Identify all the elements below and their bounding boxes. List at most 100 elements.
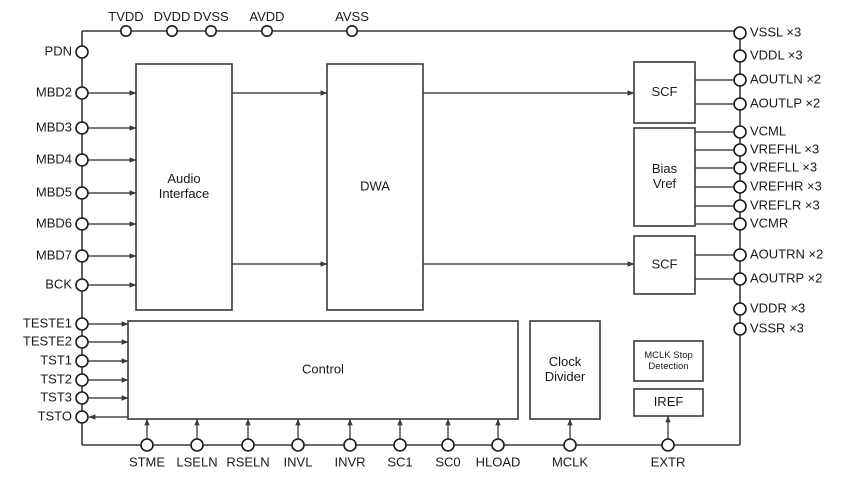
pin-circle-icon[interactable] <box>75 217 89 231</box>
pin-AOUTLN2[interactable]: AOUTLN ×2 <box>733 71 821 87</box>
pin-SC1[interactable]: SC1 <box>387 438 413 470</box>
pin-label: AOUTLN ×2 <box>750 71 821 86</box>
pin-STME[interactable]: STME <box>129 438 165 470</box>
pin-circle-icon[interactable] <box>733 272 747 286</box>
pin-circle-icon[interactable] <box>661 438 675 452</box>
pin-circle-icon[interactable] <box>733 248 747 262</box>
pin-circle-icon[interactable] <box>75 278 89 292</box>
pin-circle-icon[interactable] <box>75 121 89 135</box>
pin-VREFHR3[interactable]: VREFHR ×3 <box>733 178 822 194</box>
pin-circle-icon[interactable] <box>260 24 273 37</box>
pin-circle-icon[interactable] <box>120 24 133 37</box>
pin-VDDR3[interactable]: VDDR ×3 <box>733 300 805 316</box>
pin-INVR[interactable]: INVR <box>334 438 366 470</box>
pin-circle-icon[interactable] <box>75 249 89 263</box>
pin-circle-icon[interactable] <box>441 438 455 452</box>
block-scf-right: SCF <box>633 235 696 295</box>
pin-EXTR[interactable]: EXTR <box>651 438 686 470</box>
pin-AVDD[interactable]: AVDD <box>249 9 285 37</box>
pin-MBD3[interactable]: MBD3 <box>36 119 89 135</box>
pin-circle-icon[interactable] <box>291 438 305 452</box>
pin-circle-icon[interactable] <box>733 180 747 194</box>
pin-MBD2[interactable]: MBD2 <box>36 84 89 100</box>
block-label: Vref <box>653 176 677 191</box>
pin-VSSL3[interactable]: VSSL ×3 <box>733 24 801 40</box>
pin-TST1[interactable]: TST1 <box>40 352 89 368</box>
pin-circle-icon[interactable] <box>345 24 358 37</box>
block-label: SCF <box>652 84 678 99</box>
pin-circle-icon[interactable] <box>75 391 89 405</box>
pin-TESTE1[interactable]: TESTE1 <box>23 315 89 331</box>
pin-circle-icon[interactable] <box>166 24 179 37</box>
pin-circle-icon[interactable] <box>140 438 154 452</box>
pin-circle-icon[interactable] <box>75 186 89 200</box>
pin-DVSS[interactable]: DVSS <box>193 9 229 37</box>
block-outline <box>135 63 233 311</box>
pin-circle-icon[interactable] <box>75 317 89 331</box>
pin-AOUTRN2[interactable]: AOUTRN ×2 <box>733 246 823 262</box>
pin-SC0[interactable]: SC0 <box>435 438 461 470</box>
pin-VDDL3[interactable]: VDDL ×3 <box>733 47 803 63</box>
pin-label: BCK <box>45 276 72 291</box>
pin-circle-icon[interactable] <box>733 322 747 336</box>
pin-circle-icon[interactable] <box>75 153 89 167</box>
pin-MBD7[interactable]: MBD7 <box>36 247 89 263</box>
pin-BCK[interactable]: BCK <box>45 276 89 292</box>
pin-DVDD[interactable]: DVDD <box>154 9 191 37</box>
pin-LSELN[interactable]: LSELN <box>176 438 218 470</box>
pin-VSSR3[interactable]: VSSR ×3 <box>733 320 804 336</box>
pin-circle-icon[interactable] <box>75 45 89 59</box>
pin-VREFLL3[interactable]: VREFLL ×3 <box>733 159 817 175</box>
pin-circle-icon[interactable] <box>75 86 89 100</box>
pin-MBD4[interactable]: MBD4 <box>36 151 89 167</box>
pin-AOUTRP2[interactable]: AOUTRP ×2 <box>733 270 822 286</box>
pin-RSELN[interactable]: RSELN <box>226 438 270 470</box>
pin-MBD5[interactable]: MBD5 <box>36 184 89 200</box>
pin-HLOAD[interactable]: HLOAD <box>476 438 521 470</box>
pin-label: VSSL ×3 <box>750 24 801 39</box>
pin-circle-icon[interactable] <box>205 24 218 37</box>
pin-circle-icon[interactable] <box>733 217 747 231</box>
pin-circle-icon[interactable] <box>190 438 204 452</box>
pin-circle-icon[interactable] <box>733 143 747 157</box>
pin-circle-icon[interactable] <box>733 97 747 111</box>
pin-INVL[interactable]: INVL <box>284 438 313 470</box>
pin-circle-icon[interactable] <box>241 438 255 452</box>
pin-TSTO[interactable]: TSTO <box>38 408 89 424</box>
pin-PDN[interactable]: PDN <box>45 43 89 59</box>
pin-circle-icon[interactable] <box>75 335 89 349</box>
pin-VCML[interactable]: VCML <box>733 123 786 139</box>
pin-label: AOUTLP ×2 <box>750 95 820 110</box>
pin-MCLK[interactable]: MCLK <box>552 438 588 470</box>
pin-circle-icon[interactable] <box>75 410 89 424</box>
pin-circle-icon[interactable] <box>733 26 747 40</box>
pin-VREFLR3[interactable]: VREFLR ×3 <box>733 197 820 213</box>
pin-circle-icon[interactable] <box>75 373 89 387</box>
pin-circle-icon[interactable] <box>733 73 747 87</box>
pin-circle-icon[interactable] <box>733 161 747 175</box>
pin-circle-icon[interactable] <box>563 438 577 452</box>
pin-label: VDDL ×3 <box>750 47 803 62</box>
pin-TST2[interactable]: TST2 <box>40 371 89 387</box>
block-dwa: DWA <box>326 63 424 311</box>
pin-circle-icon[interactable] <box>733 125 747 139</box>
block-label: DWA <box>360 178 390 193</box>
pin-MBD6[interactable]: MBD6 <box>36 215 89 231</box>
pin-circle-icon[interactable] <box>491 438 505 452</box>
pin-AOUTLP2[interactable]: AOUTLP ×2 <box>733 95 820 111</box>
pin-TESTE2[interactable]: TESTE2 <box>23 333 89 349</box>
pin-TVDD[interactable]: TVDD <box>108 9 144 37</box>
pin-circle-icon[interactable] <box>733 49 747 63</box>
pin-AVSS[interactable]: AVSS <box>335 9 369 37</box>
pin-circle-icon[interactable] <box>343 438 357 452</box>
pin-circle-icon[interactable] <box>75 354 89 368</box>
pin-circle-icon[interactable] <box>393 438 407 452</box>
pin-VREFHL3[interactable]: VREFHL ×3 <box>733 141 819 157</box>
block-outline <box>529 320 601 420</box>
pin-TST3[interactable]: TST3 <box>40 389 89 405</box>
pin-circle-icon[interactable] <box>733 302 747 316</box>
pin-circle-icon[interactable] <box>733 199 747 213</box>
pin-label: TST3 <box>40 389 72 404</box>
pin-label: TSTO <box>38 408 72 423</box>
pin-VCMR[interactable]: VCMR <box>733 215 788 231</box>
